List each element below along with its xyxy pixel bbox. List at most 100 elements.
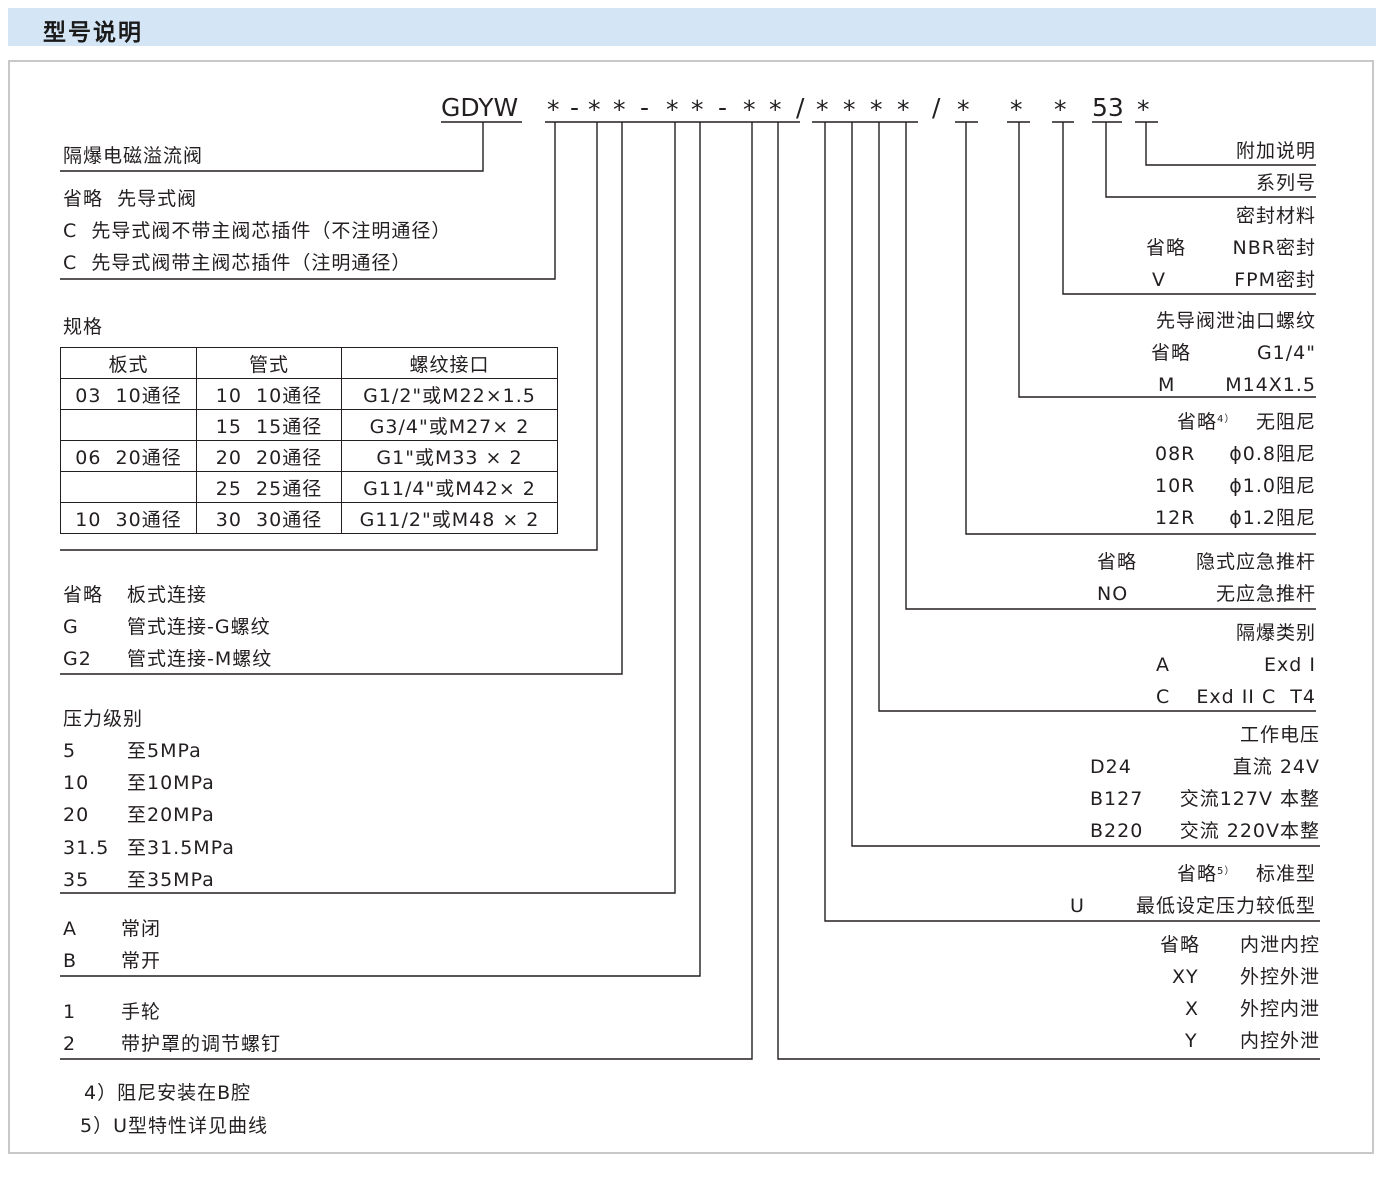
explosion-desc: Exd I — [1264, 654, 1316, 676]
section-title: 型号说明 — [43, 20, 143, 46]
seal-desc: FPM密封 — [1234, 269, 1316, 291]
code-slot: * — [743, 95, 756, 124]
spec-table: 板式 管式 螺纹接口 03 10通径 10 10通径 G1/2"或M22×1.5… — [60, 347, 558, 534]
adjust-code: 1 — [63, 1001, 77, 1023]
connection-code: G — [63, 616, 79, 638]
table-header-row: 板式 管式 螺纹接口 — [60, 347, 558, 379]
table-row: 10 30通径 30 30通径 G11/2"或M48 × 2 — [60, 502, 558, 534]
drain-ctrl-code: 省略 — [1160, 934, 1201, 956]
series-label: 系列号 — [1255, 172, 1316, 194]
content-frame — [8, 60, 1374, 1154]
table-cell: 20 20通径 — [196, 440, 342, 472]
char-code: U — [1070, 895, 1085, 917]
leader-seal — [1062, 122, 1316, 295]
code-slot: * — [897, 95, 910, 124]
code-slot: * — [870, 95, 883, 124]
char-omit-desc: 标准型 — [1255, 863, 1316, 885]
table-cell — [60, 471, 197, 503]
footnote-ref: 5） — [1217, 866, 1236, 877]
code-dash: - — [640, 93, 650, 122]
pressure-code: 20 — [63, 804, 90, 826]
table-cell: 30 30通径 — [196, 502, 342, 534]
connection-code: G2 — [63, 648, 92, 670]
table-cell: 25 25通径 — [196, 471, 342, 503]
section-header: 型号说明 — [8, 8, 1376, 46]
connection-desc: 管式连接-G螺纹 — [127, 616, 271, 638]
pressure-code: 5 — [63, 740, 77, 762]
additional-label: 附加说明 — [1235, 140, 1316, 162]
normal-code: A — [63, 918, 77, 940]
drain-ctrl-desc: 外控外泄 — [1239, 966, 1320, 988]
code-slash: / — [796, 93, 805, 122]
pilot-item: C 先导式阀带主阀芯插件（注明通径） — [63, 252, 412, 274]
seal-code: V — [1152, 269, 1166, 291]
voltage-title: 工作电压 — [1239, 724, 1320, 746]
voltage-code: B127 — [1090, 788, 1144, 810]
pressure-desc: 至35MPa — [127, 869, 215, 891]
code-slot: * — [588, 95, 601, 124]
pressure-code: 35 — [63, 869, 90, 891]
connection-desc: 板式连接 — [127, 584, 208, 606]
pressure-desc: 至20MPa — [127, 804, 215, 826]
code-slot: * — [613, 95, 626, 124]
leader-damper — [965, 122, 1316, 535]
valve-name: 隔爆电磁溢流阀 — [63, 145, 204, 167]
code-dash: - — [570, 93, 580, 122]
adjust-desc: 带护罩的调节螺钉 — [121, 1033, 282, 1055]
char-omit: 省略5） — [1177, 863, 1235, 885]
table-cell: G1/2"或M22×1.5 — [341, 378, 558, 410]
explosion-code: A — [1156, 654, 1170, 676]
damper-omit-desc: 无阻尼 — [1255, 411, 1316, 433]
drain-ctrl-code: XY — [1172, 966, 1199, 988]
table-cell: 03 10通径 — [60, 378, 197, 410]
normal-desc: 常闭 — [121, 918, 162, 940]
code-slot: * — [547, 95, 560, 124]
explosion-code: C — [1156, 686, 1171, 708]
leader-drain-thread — [1018, 122, 1316, 398]
code-slot: * — [769, 95, 782, 124]
normal-desc: 常开 — [121, 950, 162, 972]
leader-adjust — [60, 122, 753, 1060]
emergency-desc: 无应急推杆 — [1215, 583, 1316, 605]
code-slot: * — [1054, 95, 1067, 124]
seal-title: 密封材料 — [1235, 205, 1316, 227]
voltage-code: D24 — [1090, 756, 1132, 778]
pilot-item: 省略 先导式阀 — [63, 188, 198, 210]
footnote-ref: 4） — [1217, 414, 1236, 425]
drain-ctrl-desc: 内泄内控 — [1239, 934, 1320, 956]
drain-thread-desc: G1/4" — [1256, 342, 1316, 364]
damper-desc: ϕ1.0阻尼 — [1229, 475, 1316, 497]
code-slot: * — [691, 95, 704, 124]
leader-pilot — [60, 122, 556, 280]
voltage-code: B220 — [1090, 820, 1144, 842]
explosion-title: 隔爆类别 — [1235, 622, 1316, 644]
voltage-desc: 直流 24V — [1232, 756, 1320, 778]
adjust-code: 2 — [63, 1033, 77, 1055]
pilot-item: C 先导式阀不带主阀芯插件（不注明通径） — [63, 220, 452, 242]
table-cell: G1"或M33 × 2 — [341, 440, 558, 472]
table-cell: 15 15通径 — [196, 409, 342, 441]
emergency-code: 省略 — [1097, 551, 1138, 573]
seal-code: 省略 — [1146, 237, 1187, 259]
code-slot: * — [1010, 95, 1023, 124]
table-header: 管式 — [196, 347, 342, 379]
pressure-code: 31.5 — [63, 837, 110, 859]
table-cell: 10 30通径 — [60, 502, 197, 534]
damper-code: 12R — [1155, 507, 1196, 529]
footnote: 4）阻尼安装在B腔 — [84, 1082, 252, 1104]
connection-desc: 管式连接-M螺纹 — [127, 648, 273, 670]
code-dash: - — [718, 93, 728, 122]
code-prefix: GDYW — [441, 93, 519, 122]
drain-thread-desc: M14X1.5 — [1225, 374, 1316, 396]
leader-spec — [60, 122, 598, 551]
drain-ctrl-desc: 内控外泄 — [1239, 1030, 1320, 1052]
code-slot: * — [1137, 95, 1150, 124]
emergency-code: NO — [1097, 583, 1129, 605]
table-cell: G11/4"或M42× 2 — [341, 471, 558, 503]
normal-code: B — [63, 950, 78, 972]
leader-normal — [60, 122, 701, 977]
leader-emergency — [905, 122, 1316, 610]
code-slot: * — [957, 95, 970, 124]
code-series: 53 — [1092, 93, 1124, 122]
